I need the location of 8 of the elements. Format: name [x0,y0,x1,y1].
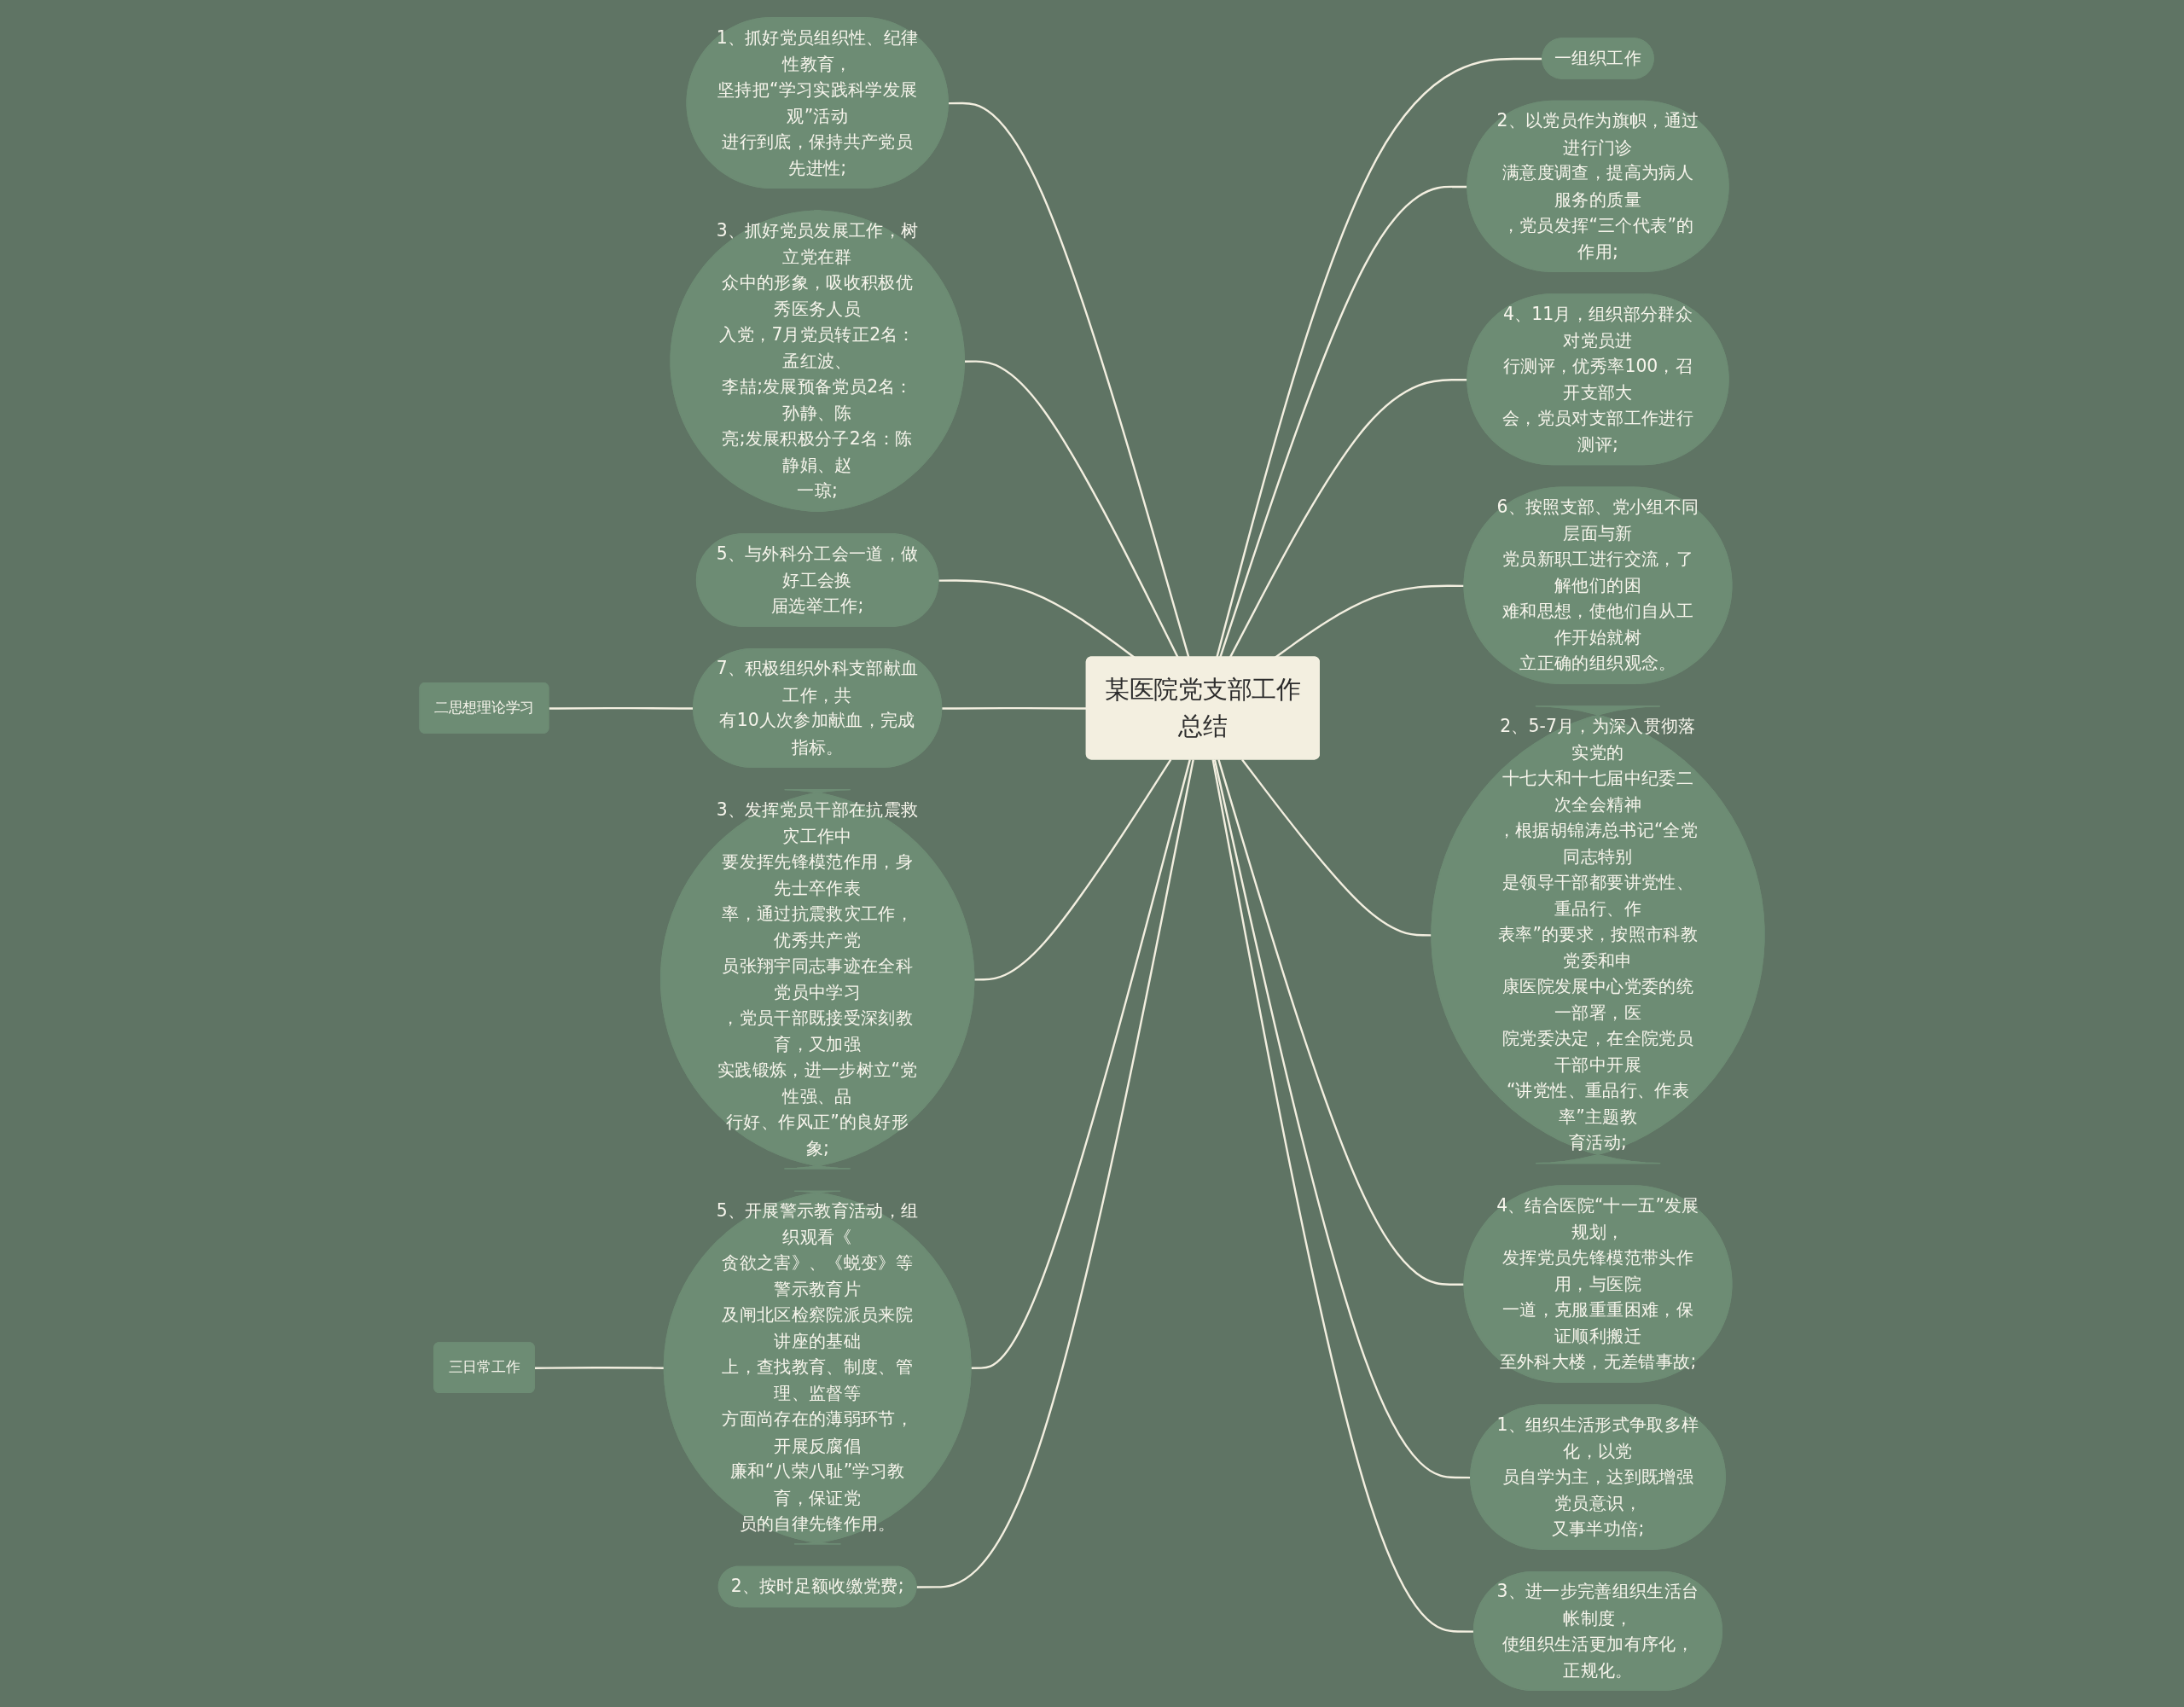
connector [948,102,1190,658]
connector [964,359,1179,658]
connector [942,706,1087,710]
connector [974,758,1172,981]
connector [1217,758,1465,1286]
connector [916,758,1194,1588]
connector [1241,758,1432,937]
connector [971,758,1191,1369]
